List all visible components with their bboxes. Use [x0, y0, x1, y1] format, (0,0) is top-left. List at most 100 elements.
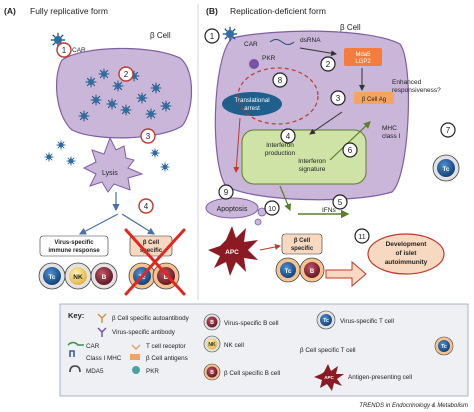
key-beta-t-cell-icon: Tc — [434, 336, 454, 356]
interferon-signature-line2: signature — [299, 166, 326, 173]
interferon-signature-line1: Interferon — [298, 158, 326, 165]
key-nk-cell-icon: NK — [203, 335, 221, 353]
enhanced-line1: Enhanced — [392, 79, 422, 86]
panel-a: (A) Fully replicative form β Cell CAR Ly… — [4, 6, 192, 296]
svg-text:B: B — [210, 320, 214, 326]
pkr-icon — [249, 59, 259, 69]
svg-text:6: 6 — [348, 146, 353, 155]
ifns-label: IFNs — [322, 207, 336, 214]
panel-a-step-3: 3 — [140, 128, 156, 144]
svg-text:1: 1 — [62, 46, 67, 55]
mdas-icon — [69, 365, 81, 373]
panel-b-step-7: 7 — [440, 122, 456, 138]
key-apc-icon: APC — [314, 364, 344, 391]
svg-text:4: 4 — [144, 202, 149, 211]
svg-text:4: 4 — [286, 132, 291, 141]
panel-a-beta-cell-label: β Cell — [150, 31, 171, 40]
virus-specific-response-box — [39, 235, 109, 257]
svg-text:1: 1 — [210, 32, 215, 41]
panel-b-step-11: 11 — [354, 228, 370, 244]
panel-b-step-4: 4 — [280, 128, 296, 144]
panel-b-tc-cell: Tc — [275, 257, 301, 283]
key-item-car: CAR — [86, 343, 100, 350]
car-icon — [67, 341, 84, 346]
svg-text:5: 5 — [338, 198, 343, 207]
panel-a-step-1: 1 — [56, 42, 72, 58]
dsrna-to-mda5-arrow — [299, 47, 337, 57]
beta-cell-ag-label: β Cell Ag — [362, 97, 386, 103]
key-item-autoantibody: β Cell specific autoantibody — [112, 315, 190, 322]
svg-text:10: 10 — [268, 206, 276, 213]
svg-text:APC: APC — [324, 375, 334, 380]
islet-line3: autoimmunity — [385, 259, 428, 266]
islet-autoimmunity-bubble — [367, 233, 445, 275]
svg-text:Tc: Tc — [442, 166, 449, 173]
svg-text:B: B — [164, 274, 169, 281]
svg-text:7: 7 — [446, 126, 451, 135]
interferon-production-line1: Interferon — [266, 142, 294, 149]
to-autoimmunity-arrow — [325, 260, 367, 288]
key-item-mdas: MDA5 — [86, 368, 104, 375]
translational-arrest-line1: Translational — [234, 97, 269, 104]
key-item-mhc: Class I MHC — [86, 355, 122, 362]
panel-a-tc-cell: Tc — [38, 262, 66, 290]
immune-response-label: immune response — [48, 248, 100, 254]
svg-text:Tc: Tc — [323, 318, 329, 324]
signal-to-nucleus-arrow — [309, 111, 343, 135]
panel-b-b-cell: B — [299, 257, 325, 283]
key-item-tcr: T cell receptor — [146, 343, 186, 350]
signature-to-mhc-arrow — [329, 121, 371, 161]
interferon-production-line2: production — [265, 150, 296, 157]
apc-to-specific-arrow — [259, 244, 281, 251]
key-item-virus-t-cell: Virus-specific T cell — [340, 318, 394, 325]
panel-a-title: Fully replicative form — [30, 6, 108, 16]
panel-a-lysed-fragment — [82, 136, 144, 193]
footer-credit: TRENDS in Endocrinology & Metabolism — [359, 403, 468, 409]
key-panel: Key: β Cell specific autoantibody Virus-… — [59, 303, 469, 397]
translational-arrest-line2: arrest — [244, 105, 260, 112]
dsrna-icon — [269, 39, 295, 45]
svg-text:Tc: Tc — [48, 274, 55, 281]
panel-b-beta-cell-label: β Cell — [340, 23, 361, 32]
svg-text:NK: NK — [73, 274, 83, 281]
panel-b-apc: APC — [208, 226, 258, 276]
panel-b: (B) Replication-deficient form β Cell In… — [204, 6, 460, 288]
panel-b-step-2: 2 — [320, 56, 336, 72]
panel-a-arrow-specific — [121, 213, 156, 235]
apoptotic-body-2 — [254, 218, 262, 226]
panel-b-step-10: 10 — [264, 200, 280, 216]
panel-a-beta-cell — [55, 47, 192, 139]
panel-b-entering-virus — [222, 26, 238, 42]
panel-b-beta-specific-box — [281, 233, 323, 255]
svg-text:NK: NK — [208, 342, 216, 348]
panel-b-step-3: 3 — [330, 90, 346, 106]
key-virus-t-cell-icon: Tc — [316, 310, 336, 330]
lysis-label: Lysis — [102, 170, 118, 177]
beta-antigen-icon — [130, 354, 140, 360]
panel-a-step-2: 2 — [118, 66, 134, 82]
key-item-apc: Antigen-presenting cell — [348, 374, 412, 381]
mhc-line1: MHC — [382, 125, 397, 132]
mhc-icon — [69, 350, 75, 357]
tcr-icon — [131, 344, 141, 350]
panel-a-step-4: 4 — [138, 198, 154, 214]
panel-b-letter: (B) — [206, 6, 218, 16]
panel-b-step-8: 8 — [272, 72, 288, 88]
autoantibody-icon — [97, 313, 107, 323]
beta-cell-ag-box — [354, 92, 394, 104]
key-item-beta-antigens: β Cell antigens — [146, 355, 188, 362]
arrest-to-apoptosis-arrow — [233, 117, 241, 173]
key-item-nk-cell: NK cell — [224, 342, 244, 349]
key-item-beta-t-cell: β Cell specific T cell — [300, 347, 356, 354]
mda5-box — [344, 48, 382, 66]
svg-text:3: 3 — [146, 132, 151, 141]
apoptosis-label: Apoptosis — [217, 206, 248, 213]
panel-b-title: Replication-deficient form — [230, 6, 326, 16]
key-item-beta-b-cell: β Cell specific B cell — [224, 370, 280, 377]
nucleus-box — [241, 129, 367, 185]
panel-b-car-label: CAR — [244, 41, 258, 48]
dsrna-label: dsRNA — [300, 37, 321, 44]
mhc-line2: class I — [382, 133, 401, 140]
key-item-virus-b-cell: Virus-specific B cell — [224, 320, 278, 327]
panel-a-beta-specific-line2: specific — [140, 248, 163, 254]
